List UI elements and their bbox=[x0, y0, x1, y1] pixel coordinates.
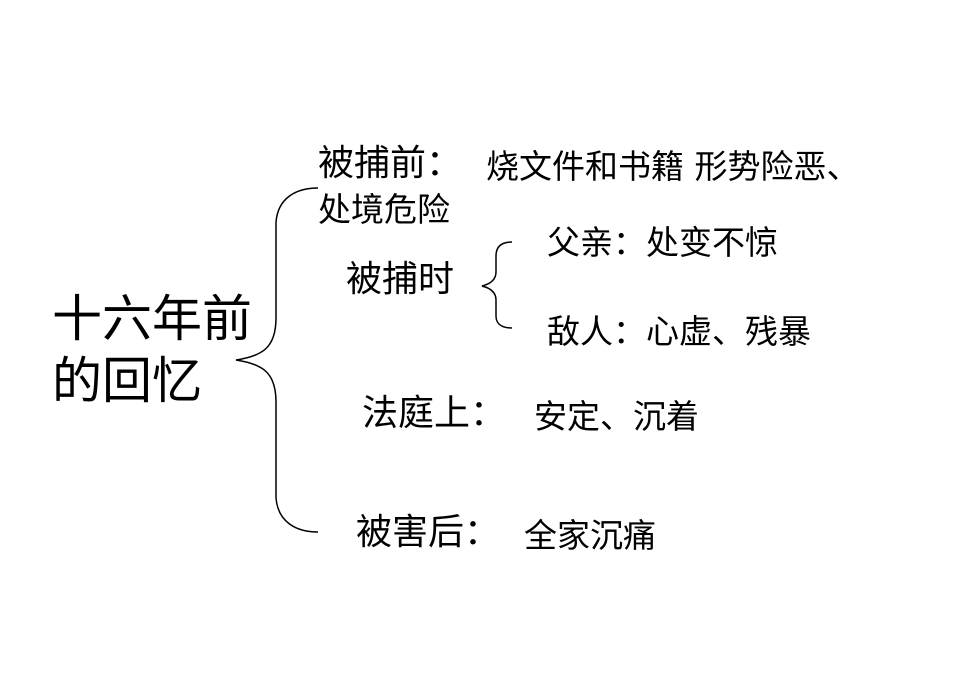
sub-branch-enemy: 敌人：心虚、残暴 bbox=[547, 312, 811, 351]
branch-after-death-text: 全家沉痛 bbox=[524, 516, 656, 555]
branch-before-arrest-label: 被捕前： bbox=[318, 143, 463, 184]
branch-during-arrest-label: 被捕时 bbox=[346, 259, 455, 300]
branch-before-arrest-text-line2: 处境危险 bbox=[318, 190, 450, 229]
branch-court-label: 法庭上： bbox=[362, 393, 507, 434]
sub-branch-father: 父亲：处变不惊 bbox=[547, 223, 778, 262]
branch-after-death-label: 被害后： bbox=[356, 512, 501, 553]
sub-brace bbox=[481, 241, 513, 329]
branch-before-arrest-text: 烧文件和书籍 形势险恶、 bbox=[486, 147, 860, 186]
branch-court-text: 安定、沉着 bbox=[534, 397, 699, 436]
central-topic: 十六年前 的回忆 bbox=[52, 288, 252, 412]
main-brace bbox=[235, 187, 319, 533]
topic-line-2: 的回忆 bbox=[52, 352, 202, 410]
topic-line-1: 十六年前 bbox=[52, 290, 252, 348]
